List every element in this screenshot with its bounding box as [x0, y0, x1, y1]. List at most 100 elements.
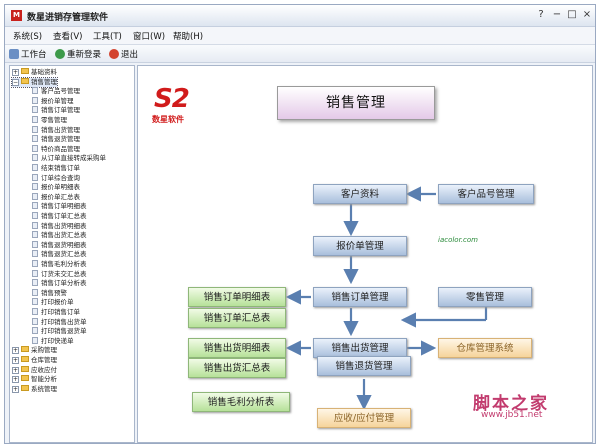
- tree-item-sales-19[interactable]: 订货未交汇总表: [32, 269, 87, 279]
- tree-item-sales-24[interactable]: 打印销售出货单: [32, 317, 87, 327]
- tree-item-sales-5[interactable]: 销售退货管理: [32, 135, 80, 144]
- node-order-summary[interactable]: 销售订单汇总表: [188, 308, 286, 328]
- exit-icon: [109, 49, 119, 59]
- tree-item-sales-17[interactable]: 销售退货汇总表: [32, 250, 87, 259]
- folder-icon: [21, 68, 29, 74]
- tree-item-sales-14[interactable]: 销售出货明细表: [32, 221, 87, 231]
- node-retail[interactable]: 零售管理: [438, 287, 532, 307]
- folder-icon: [21, 365, 29, 372]
- tree-item-sales-10[interactable]: 报价单明细表: [32, 183, 80, 192]
- workbench-button[interactable]: 工作台: [9, 48, 47, 60]
- node-sales-order[interactable]: 销售订单管理: [313, 287, 407, 307]
- document-icon: [32, 269, 38, 277]
- document-icon: [32, 221, 38, 229]
- tree-item-label: 打印快递单: [41, 336, 74, 345]
- tree-item-label: 系统管理: [31, 384, 57, 393]
- tree-item-label: 销售管理: [31, 77, 57, 86]
- document-icon: [32, 192, 38, 200]
- folder-icon: [21, 356, 29, 362]
- tree-item-sales-2[interactable]: 销售订单管理: [32, 106, 80, 115]
- tree-item-sales-13[interactable]: 销售订单汇总表: [32, 212, 87, 221]
- node-ship-summary[interactable]: 销售出货汇总表: [188, 358, 286, 378]
- document-icon: [32, 87, 38, 95]
- tree-item-sales-21[interactable]: 销售预警: [32, 288, 67, 298]
- tree-item-sales-8[interactable]: 结束销售订单: [32, 164, 80, 173]
- tree-node-other-0[interactable]: +采购管理: [12, 346, 57, 355]
- tree-item-label: 销售订单汇总表: [41, 212, 87, 220]
- diagram-title: 销售管理: [277, 86, 435, 120]
- node-quote[interactable]: 报价单管理: [313, 236, 407, 256]
- document-icon: [32, 327, 38, 335]
- expand-icon[interactable]: +: [12, 385, 19, 393]
- document-icon: [32, 173, 38, 181]
- tree-item-sales-22[interactable]: 打印报价单: [32, 298, 74, 307]
- tree-item-sales-6[interactable]: 特价商品管理: [32, 144, 80, 154]
- expand-icon[interactable]: +: [12, 366, 19, 374]
- relogin-label: 重新登录: [67, 50, 102, 60]
- node-return[interactable]: 销售退货管理: [317, 356, 411, 376]
- tree-item-sales-4[interactable]: 销售出货管理: [32, 125, 80, 135]
- node-warehouse[interactable]: 仓库管理系统: [438, 338, 532, 358]
- tree-item-label: 销售出货管理: [41, 125, 80, 134]
- help-button[interactable]: ?: [538, 9, 544, 20]
- menu-tools[interactable]: 工具(T): [93, 32, 122, 42]
- document-icon: [32, 288, 38, 296]
- document-icon: [32, 106, 38, 114]
- tree-node-other-3[interactable]: +智能分析: [12, 375, 57, 384]
- maximize-button[interactable]: □: [567, 9, 577, 20]
- tree-item-sales-3[interactable]: 零售管理: [32, 116, 67, 125]
- logo-mark: S2: [154, 84, 190, 114]
- collapse-icon[interactable]: −: [12, 78, 19, 86]
- tree-item-sales-1[interactable]: 报价单管理: [32, 96, 74, 106]
- node-profit[interactable]: 销售毛利分析表: [192, 392, 290, 412]
- document-icon: [32, 240, 38, 248]
- folder-icon: [21, 77, 29, 84]
- node-order-detail[interactable]: 销售订单明细表: [188, 287, 286, 307]
- tree-node-basic[interactable]: +基础资料: [12, 68, 57, 77]
- tree-item-sales-26[interactable]: 打印快递单: [32, 336, 74, 346]
- tree-item-sales-18[interactable]: 销售毛利分析表: [32, 260, 87, 269]
- tree-item-label: 特价商品管理: [41, 144, 80, 153]
- node-ar-ap[interactable]: 应收/应付管理: [317, 408, 411, 428]
- tree-item-sales-16[interactable]: 销售退货明细表: [32, 240, 87, 250]
- relogin-button[interactable]: 重新登录: [55, 48, 101, 60]
- node-customer-item[interactable]: 客户品号管理: [438, 184, 534, 204]
- tree-item-sales-7[interactable]: 从订单直接转成采购单: [32, 154, 106, 163]
- tree-node-other-4[interactable]: + 系统管理: [12, 384, 57, 394]
- tree-item-sales-20[interactable]: 销售订单分析表: [32, 279, 87, 288]
- node-ship-detail[interactable]: 销售出货明细表: [188, 338, 286, 358]
- menu-help[interactable]: 帮助(H): [173, 32, 204, 42]
- tree-item-sales-0[interactable]: 客户品号管理: [32, 87, 80, 96]
- tree-node-sales[interactable]: − 销售管理: [11, 76, 58, 88]
- tree-item-sales-11[interactable]: 报价单汇总表: [32, 192, 80, 202]
- tree-node-other-1[interactable]: +仓库管理: [12, 356, 57, 365]
- close-button[interactable]: ×: [582, 9, 592, 20]
- tree-item-sales-9[interactable]: 订单综合查询: [32, 173, 80, 183]
- expand-icon[interactable]: +: [12, 347, 19, 355]
- tree-item-label: 报价单汇总表: [41, 192, 80, 201]
- node-customer-info[interactable]: 客户资料: [313, 184, 407, 204]
- tree-item-label: 销售退货汇总表: [41, 250, 87, 259]
- tree-item-label: 报价单明细表: [41, 183, 80, 192]
- menu-view[interactable]: 查看(V): [53, 32, 83, 42]
- tree-item-sales-25[interactable]: 打印销售退货单: [32, 327, 87, 336]
- folder-icon: [21, 346, 29, 353]
- tree-item-sales-15[interactable]: 销售出货汇总表: [32, 231, 87, 240]
- navigation-tree: +基础资料− 销售管理客户品号管理报价单管理销售订单管理零售管理销售出货管理销售退…: [9, 65, 135, 443]
- expand-icon[interactable]: +: [12, 376, 19, 384]
- menu-system[interactable]: 系统(S): [13, 32, 43, 42]
- document-icon: [32, 164, 38, 171]
- minimize-button[interactable]: −: [552, 9, 562, 20]
- expand-icon[interactable]: +: [12, 69, 19, 76]
- exit-button[interactable]: 退出: [109, 48, 138, 60]
- expand-icon[interactable]: +: [12, 357, 19, 364]
- tree-item-sales-12[interactable]: 销售订单明细表: [32, 202, 87, 211]
- tree-item-label: 应收应付: [31, 365, 57, 374]
- tree-node-other-2[interactable]: + 应收应付: [12, 365, 57, 375]
- menu-window[interactable]: 窗口(W): [133, 32, 166, 42]
- tree-item-sales-23[interactable]: 打印销售订单: [32, 308, 80, 317]
- node-ship[interactable]: 销售出货管理: [313, 338, 407, 358]
- document-icon: [32, 308, 38, 315]
- tree-item-label: 结束销售订单: [41, 164, 80, 172]
- tree-item-label: 销售订单分析表: [41, 279, 87, 288]
